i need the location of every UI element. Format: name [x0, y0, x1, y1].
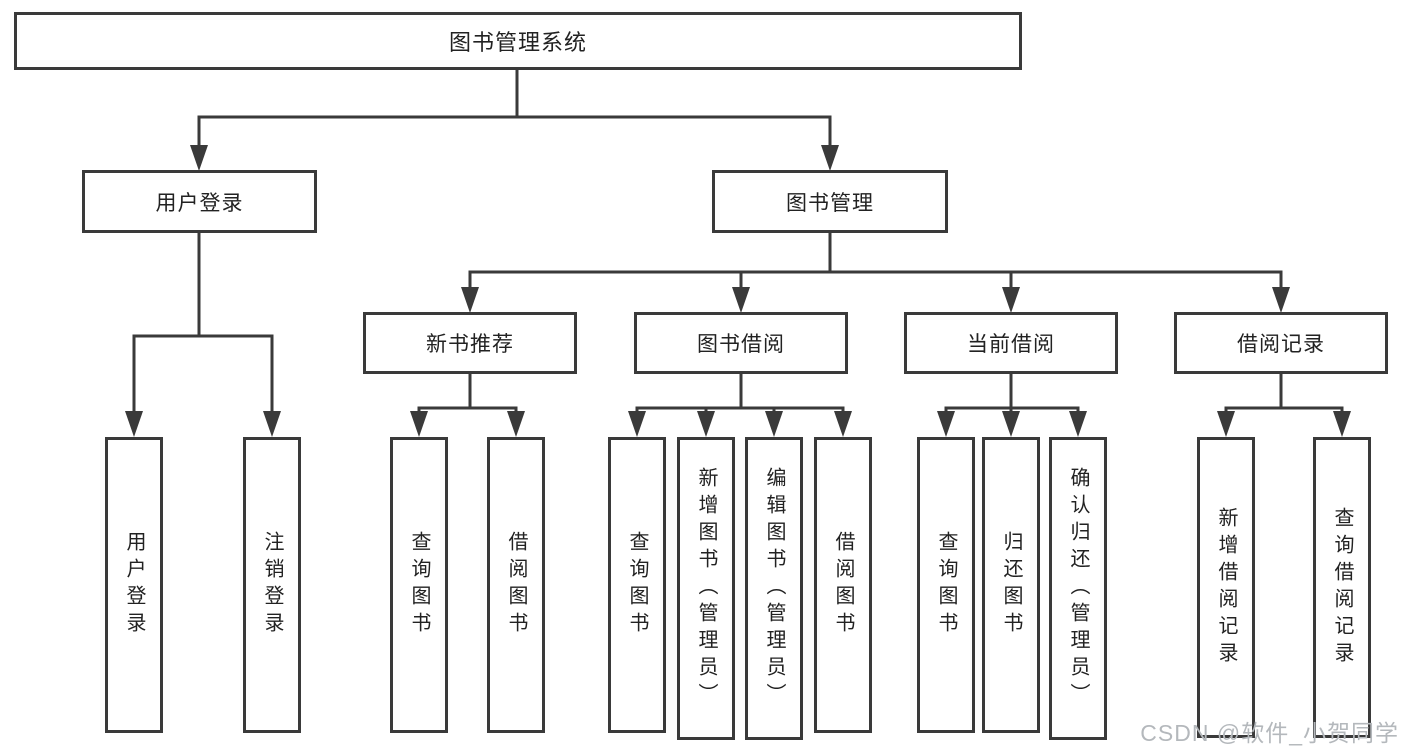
leaf-label: 新增图书（管理员） [695, 467, 717, 710]
leaf-logout: 注销登录 [243, 437, 301, 733]
node-user-login-group: 用户登录 [82, 170, 317, 233]
leaf-query-book-1: 查询图书 [390, 437, 448, 733]
leaf-user-login: 用户登录 [105, 437, 163, 733]
leaf-label: 借阅图书 [832, 531, 854, 639]
leaf-label: 查询图书 [408, 531, 430, 639]
leaf-borrow-book-1: 借阅图书 [487, 437, 545, 733]
leaf-borrow-book-2: 借阅图书 [814, 437, 872, 733]
leaf-label: 查询图书 [935, 531, 957, 639]
leaf-label: 借阅图书 [505, 531, 527, 639]
leaf-label: 新增借阅记录 [1215, 506, 1237, 669]
node-new-book-recommend: 新书推荐 [363, 312, 577, 374]
node-book-mgmt-group: 图书管理 [712, 170, 948, 233]
leaf-label: 编辑图书（管理员） [763, 467, 785, 710]
node-borrow-record: 借阅记录 [1174, 312, 1388, 374]
leaf-confirm-return-admin: 确认归还（管理员） [1049, 437, 1107, 740]
leaf-label: 归还图书 [1000, 531, 1022, 639]
leaf-label: 用户登录 [123, 531, 145, 639]
node-book-borrow: 图书借阅 [634, 312, 848, 374]
connector-borrow-record-to-leaves [1217, 372, 1351, 437]
leaf-edit-book-admin: 编辑图书（管理员） [745, 437, 803, 740]
leaf-query-borrow-record: 查询借阅记录 [1313, 437, 1371, 738]
connector-book-borrow-to-leaves [628, 372, 852, 437]
leaf-return-book: 归还图书 [982, 437, 1040, 733]
node-root-library-system: 图书管理系统 [14, 12, 1022, 70]
leaf-label: 确认归还（管理员） [1067, 467, 1089, 710]
leaf-label: 查询图书 [626, 531, 648, 639]
leaf-add-borrow-record: 新增借阅记录 [1197, 437, 1255, 738]
connector-root-to-level2 [190, 67, 839, 171]
connector-current-borrow-to-leaves [937, 372, 1087, 437]
leaf-query-book-3: 查询图书 [917, 437, 975, 733]
leaf-query-book-2: 查询图书 [608, 437, 666, 733]
leaf-add-book-admin: 新增图书（管理员） [677, 437, 735, 740]
connector-user-login-to-leaves [125, 231, 281, 437]
connector-new-book-to-leaves [410, 372, 525, 437]
node-current-borrow: 当前借阅 [904, 312, 1118, 374]
connector-book-mgmt-to-level3 [461, 231, 1290, 313]
leaf-label: 查询借阅记录 [1331, 506, 1353, 669]
leaf-label: 注销登录 [261, 531, 283, 639]
